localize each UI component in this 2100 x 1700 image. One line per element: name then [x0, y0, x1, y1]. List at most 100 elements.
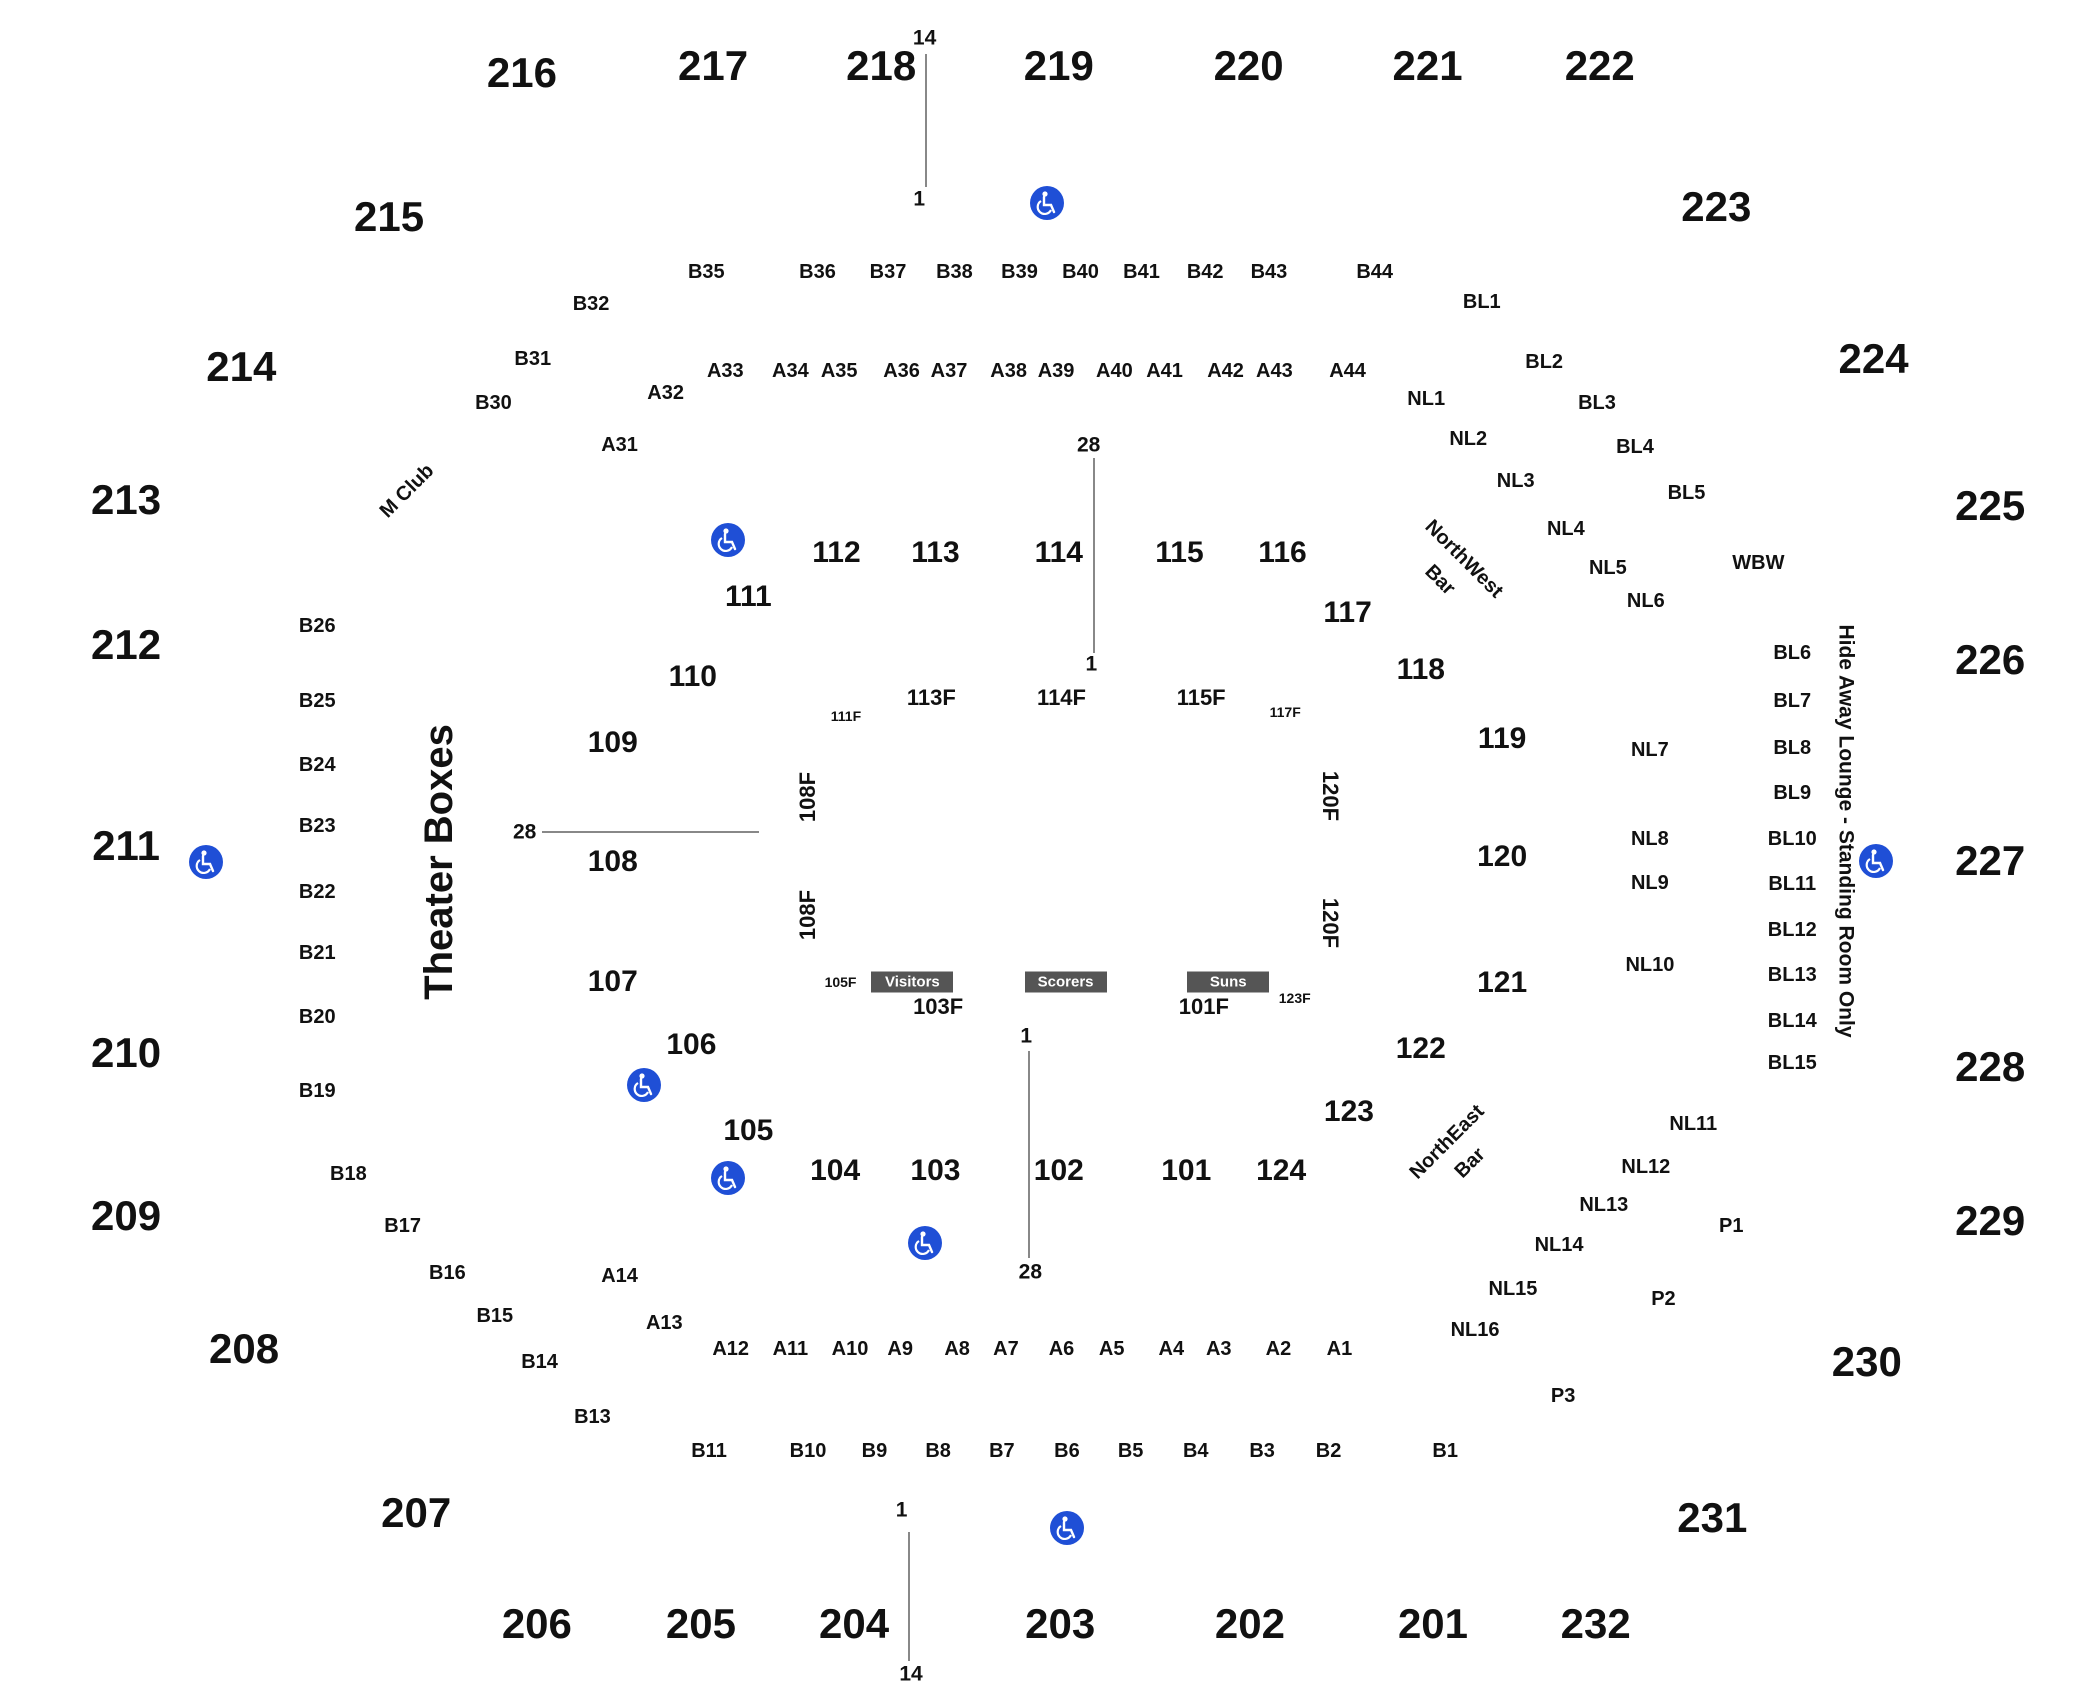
row-A31[interactable]: A31 — [601, 433, 638, 456]
row-B5[interactable]: B5 — [1117, 1439, 1144, 1462]
row-NL8[interactable]: NL8 — [1630, 828, 1669, 851]
section-108[interactable]: 108 — [587, 845, 638, 879]
row-B11[interactable]: B11 — [691, 1439, 727, 1462]
section-219[interactable]: 219 — [1023, 42, 1094, 90]
row-BL15[interactable]: BL15 — [1767, 1051, 1817, 1074]
row-A10[interactable]: A10 — [831, 1337, 869, 1360]
row-B18[interactable]: B18 — [330, 1163, 367, 1186]
row-B7[interactable]: B7 — [989, 1439, 1015, 1462]
row-NL12[interactable]: NL12 — [1621, 1156, 1671, 1179]
row-BL14[interactable]: BL14 — [1767, 1009, 1817, 1032]
row-B39[interactable]: B39 — [1001, 261, 1038, 284]
section-220[interactable]: 220 — [1213, 42, 1284, 90]
floor-105F[interactable]: 105F — [824, 973, 857, 990]
section-209[interactable]: 209 — [91, 1192, 162, 1240]
section-119[interactable]: 119 — [1477, 721, 1527, 755]
section-231[interactable]: 231 — [1677, 1494, 1748, 1542]
section-109[interactable]: 109 — [587, 725, 638, 759]
section-218[interactable]: 218 — [846, 42, 917, 90]
row-BL1[interactable]: BL1 — [1462, 291, 1501, 314]
row-B43[interactable]: B43 — [1250, 261, 1288, 284]
row-BL10[interactable]: BL10 — [1767, 828, 1817, 851]
section-226[interactable]: 226 — [1955, 636, 2026, 684]
row-B24[interactable]: B24 — [298, 753, 336, 776]
floor-101F[interactable]: 101F — [1178, 994, 1229, 1020]
row-NL6[interactable]: NL6 — [1626, 589, 1665, 612]
row-B14[interactable]: B14 — [521, 1351, 558, 1374]
section-116[interactable]: 116 — [1258, 536, 1307, 570]
section-105[interactable]: 105 — [723, 1113, 774, 1147]
section-229[interactable]: 229 — [1955, 1197, 2026, 1245]
row-NL13[interactable]: NL13 — [1579, 1194, 1629, 1217]
row-A13[interactable]: A13 — [645, 1312, 683, 1335]
section-225[interactable]: 225 — [1955, 481, 2026, 529]
row-BL3[interactable]: BL3 — [1578, 391, 1616, 414]
section-212[interactable]: 212 — [91, 621, 162, 669]
section-210[interactable]: 210 — [91, 1029, 162, 1077]
row-B10[interactable]: B10 — [789, 1439, 827, 1462]
section-103[interactable]: 103 — [910, 1154, 961, 1188]
row-NL16[interactable]: NL16 — [1450, 1318, 1500, 1341]
section-201[interactable]: 201 — [1397, 1600, 1469, 1648]
row-NL9[interactable]: NL9 — [1630, 871, 1669, 894]
row-A4[interactable]: A4 — [1158, 1337, 1185, 1360]
row-B20[interactable]: B20 — [298, 1005, 336, 1028]
row-A41[interactable]: A41 — [1146, 360, 1183, 383]
row-A2[interactable]: A2 — [1265, 1337, 1292, 1360]
row-B16[interactable]: B16 — [429, 1262, 466, 1284]
floor-108F-1[interactable]: 108F — [795, 890, 820, 941]
row-P3[interactable]: P3 — [1550, 1385, 1576, 1408]
row-B41[interactable]: B41 — [1123, 261, 1160, 284]
row-A3[interactable]: A3 — [1205, 1337, 1232, 1360]
section-216[interactable]: 216 — [486, 49, 557, 97]
row-B6[interactable]: B6 — [1054, 1439, 1080, 1462]
row-A37[interactable]: A37 — [930, 360, 968, 383]
row-NL7[interactable]: NL7 — [1630, 738, 1669, 761]
row-A12[interactable]: A12 — [712, 1337, 750, 1360]
section-224[interactable]: 224 — [1838, 335, 1909, 383]
row-A34[interactable]: A34 — [772, 360, 809, 383]
row-B4[interactable]: B4 — [1182, 1439, 1209, 1462]
row-B30[interactable]: B30 — [475, 391, 512, 414]
floor-114F[interactable]: 114F — [1037, 685, 1086, 711]
section-204[interactable]: 204 — [819, 1600, 890, 1648]
section-205[interactable]: 205 — [665, 1600, 736, 1648]
row-B38[interactable]: B38 — [936, 261, 973, 284]
row-B8[interactable]: B8 — [925, 1439, 951, 1462]
section-206[interactable]: 206 — [501, 1600, 572, 1648]
section-211[interactable]: 211 — [92, 821, 160, 869]
section-223[interactable]: 223 — [1681, 183, 1752, 231]
row-NL11[interactable]: NL11 — [1669, 1112, 1718, 1135]
row-B22[interactable]: B22 — [298, 881, 336, 904]
section-120[interactable]: 120 — [1477, 839, 1528, 873]
row-A32[interactable]: A32 — [647, 382, 684, 405]
section-124[interactable]: 124 — [1256, 1154, 1307, 1188]
row-B36[interactable]: B36 — [799, 261, 836, 284]
row-A5[interactable]: A5 — [1098, 1337, 1125, 1360]
section-111[interactable]: 111 — [724, 579, 772, 613]
section-102[interactable]: 102 — [1033, 1154, 1084, 1188]
row-B3[interactable]: B3 — [1249, 1439, 1275, 1462]
row-A35[interactable]: A35 — [820, 360, 858, 383]
floor-115F[interactable]: 115F — [1176, 685, 1226, 711]
row-BL9[interactable]: BL9 — [1773, 782, 1812, 805]
row-NL5[interactable]: NL5 — [1588, 557, 1627, 580]
section-230[interactable]: 230 — [1831, 1338, 1902, 1386]
row-B40[interactable]: B40 — [1062, 261, 1099, 284]
row-WBW[interactable]: WBW — [1732, 551, 1785, 574]
row-BL4[interactable]: BL4 — [1616, 436, 1654, 459]
row-B35[interactable]: B35 — [687, 261, 725, 284]
row-NL14[interactable]: NL14 — [1534, 1233, 1584, 1256]
section-207[interactable]: 207 — [381, 1488, 452, 1536]
row-NL2[interactable]: NL2 — [1449, 428, 1488, 451]
section-110[interactable]: 110 — [668, 659, 717, 693]
row-NL4[interactable]: NL4 — [1546, 517, 1585, 540]
row-P2[interactable]: P2 — [1651, 1287, 1676, 1310]
row-B1[interactable]: B1 — [1432, 1439, 1458, 1462]
row-A43[interactable]: A43 — [1256, 360, 1293, 383]
section-232[interactable]: 232 — [1560, 1600, 1631, 1648]
row-B19[interactable]: B19 — [298, 1080, 336, 1103]
section-118[interactable]: 118 — [1396, 652, 1445, 686]
row-B32[interactable]: B32 — [572, 292, 610, 315]
row-BL8[interactable]: BL8 — [1773, 737, 1812, 760]
